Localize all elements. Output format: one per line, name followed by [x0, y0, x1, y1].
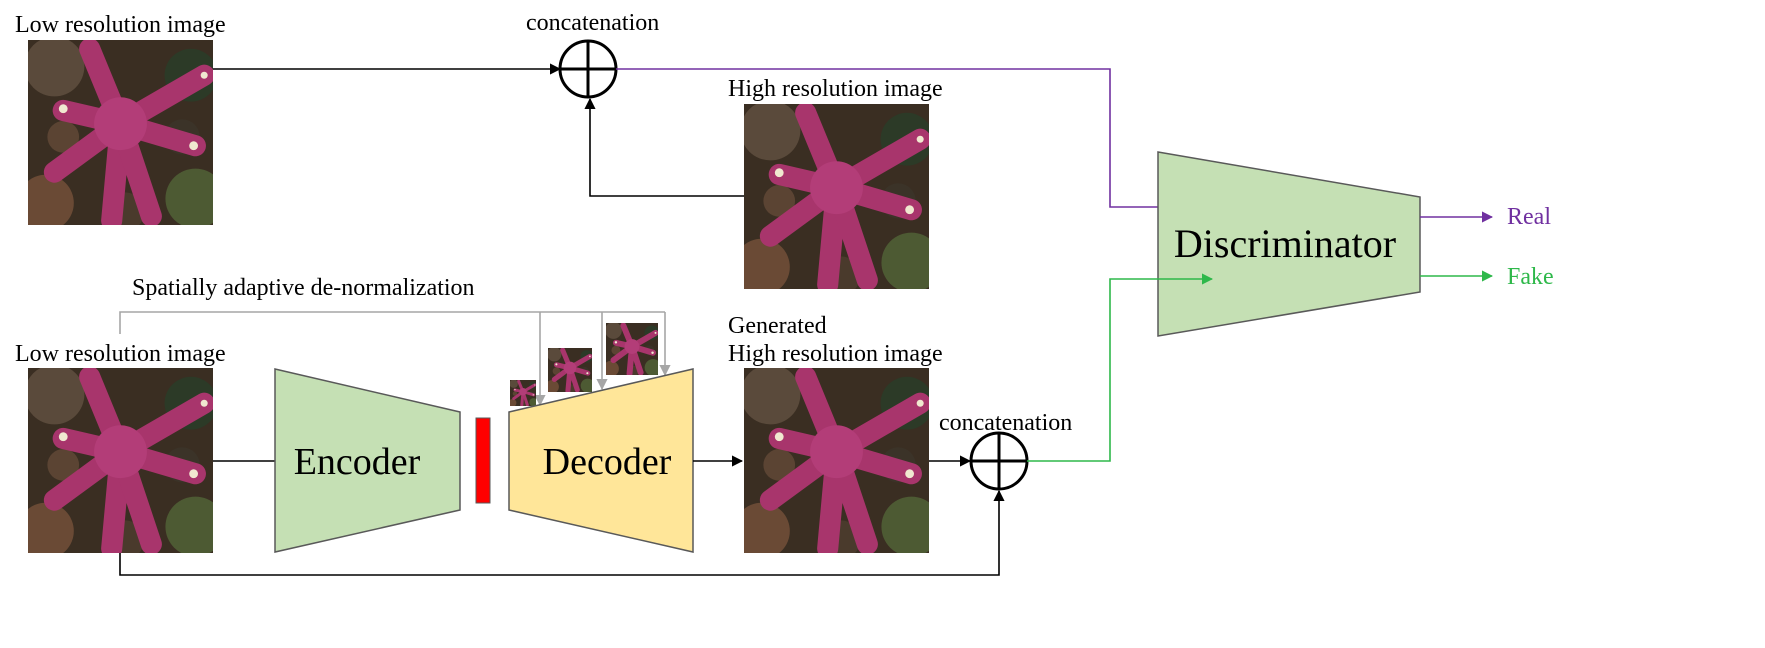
latent-vector-bar: [475, 417, 491, 504]
low-res-image-bottom-label: Low resolution image: [15, 341, 226, 367]
high-res-image: [733, 100, 941, 295]
real-output-label: Real: [1507, 204, 1551, 230]
spade-image-small: [510, 380, 536, 406]
generated-high-res-image: [733, 364, 941, 559]
encoder-block: [274, 368, 461, 553]
concatenation-top-node: [558, 39, 618, 99]
low-res-image-bottom: [17, 364, 225, 559]
arrow-lowres-to-concat-bottom: [119, 489, 1005, 576]
discriminator-label: Discriminator: [1174, 221, 1396, 266]
concatenation-top-label: concatenation: [526, 10, 659, 36]
low-res-image-top: [17, 36, 225, 231]
concatenation-bottom-node: [969, 431, 1029, 491]
decoder-block: [508, 368, 694, 553]
spade-image-medium: [545, 347, 594, 393]
decoder-label: Decoder: [543, 441, 672, 483]
arrow-fake-pair-to-discriminator: [1027, 273, 1214, 462]
generated-label-line1: Generated: [728, 313, 827, 339]
discriminator-block: [1157, 151, 1421, 337]
generated-label-line2: High resolution image: [728, 341, 943, 367]
spade-bus-wire: [119, 311, 665, 334]
concatenation-bottom-label: concatenation: [939, 410, 1072, 436]
spade-label: Spatially adaptive de-normalization: [132, 275, 475, 301]
low-res-image-top-label: Low resolution image: [15, 12, 226, 38]
fake-output-label: Fake: [1507, 264, 1554, 290]
encoder-label: Encoder: [294, 441, 421, 483]
spade-image-large: [603, 322, 661, 377]
high-res-image-label: High resolution image: [728, 76, 943, 102]
arrow-highres-to-concat-top: [584, 97, 744, 197]
